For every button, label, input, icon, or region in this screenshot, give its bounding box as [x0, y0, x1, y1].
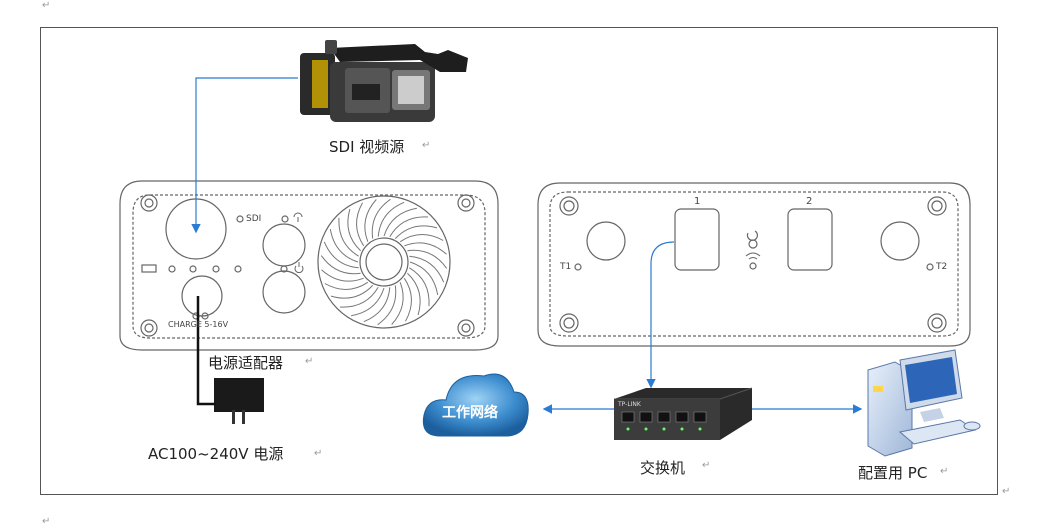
para-mark-switch: ↵: [702, 460, 711, 471]
fan-blades: [320, 198, 448, 326]
network-label: 工作网络: [442, 405, 498, 421]
fan-blade: [404, 242, 447, 255]
cloud-icon: [422, 373, 529, 437]
switch-icon: [614, 387, 753, 440]
antenna1-label: T1: [560, 262, 572, 272]
power-adapter-icon: [214, 378, 264, 424]
fan-blade: [351, 287, 385, 317]
fan-blade: [391, 282, 404, 325]
charge-label: CHARGE 5-16V: [168, 320, 229, 329]
fan-blade: [347, 208, 361, 252]
switch-brand-label: TP-LINK: [618, 401, 641, 408]
para-mark-ac: ↵: [314, 448, 323, 459]
fan-blade: [338, 217, 359, 257]
power-cable-line: [196, 296, 216, 406]
para-mark-pc: ↵: [940, 466, 949, 477]
sdi-cable-line: [191, 77, 298, 234]
para-mark-bottom: ↵: [42, 516, 51, 527]
fan-blade: [377, 201, 405, 237]
fan-blade: [329, 229, 359, 263]
fan-blade: [409, 267, 430, 307]
fan-blade: [339, 287, 379, 308]
camera-icon: [300, 40, 468, 122]
pc-icon: [867, 349, 981, 457]
fan-blade: [394, 225, 438, 239]
fan-blade: [371, 198, 391, 239]
para-mark-frame: ↵: [1002, 486, 1011, 497]
config-pc-label: 配置用 PC: [858, 464, 928, 482]
diagram-frame: [40, 27, 998, 495]
fan-blade: [356, 202, 365, 247]
fan-blade: [323, 241, 359, 269]
fan-blade: [377, 285, 397, 326]
fan-blade: [399, 234, 444, 243]
fan-blade: [320, 255, 361, 275]
device-right: [537, 182, 971, 347]
fan-blade: [409, 255, 445, 283]
para-mark-top: ↵: [42, 0, 51, 11]
port1-label: 1: [694, 196, 701, 207]
power-ac-label: AC100~240V 电源: [148, 445, 284, 463]
fan-blade: [321, 269, 364, 282]
fan-blade: [409, 261, 439, 295]
fan-blade: [324, 281, 369, 290]
power-adapter-label: 电源适配器: [208, 354, 284, 372]
switch-label: 交换机: [640, 459, 686, 477]
fan-blade: [363, 287, 391, 323]
fan-blade: [403, 277, 412, 322]
para-mark-adapter: ↵: [305, 356, 314, 367]
lan-cable-line: [646, 241, 675, 389]
port2-label: 2: [806, 196, 813, 207]
fan-blade: [407, 249, 448, 269]
video-source-label: SDI 视频源: [329, 138, 405, 156]
fan-blade: [383, 207, 417, 237]
fan-blade: [407, 272, 421, 316]
fan-blade: [364, 199, 377, 242]
para-mark-video: ↵: [422, 140, 431, 151]
sdi-port-label: SDI: [246, 214, 262, 224]
fan-blade: [389, 216, 429, 237]
fan-blade: [330, 285, 374, 299]
antenna2-label: T2: [936, 262, 948, 272]
